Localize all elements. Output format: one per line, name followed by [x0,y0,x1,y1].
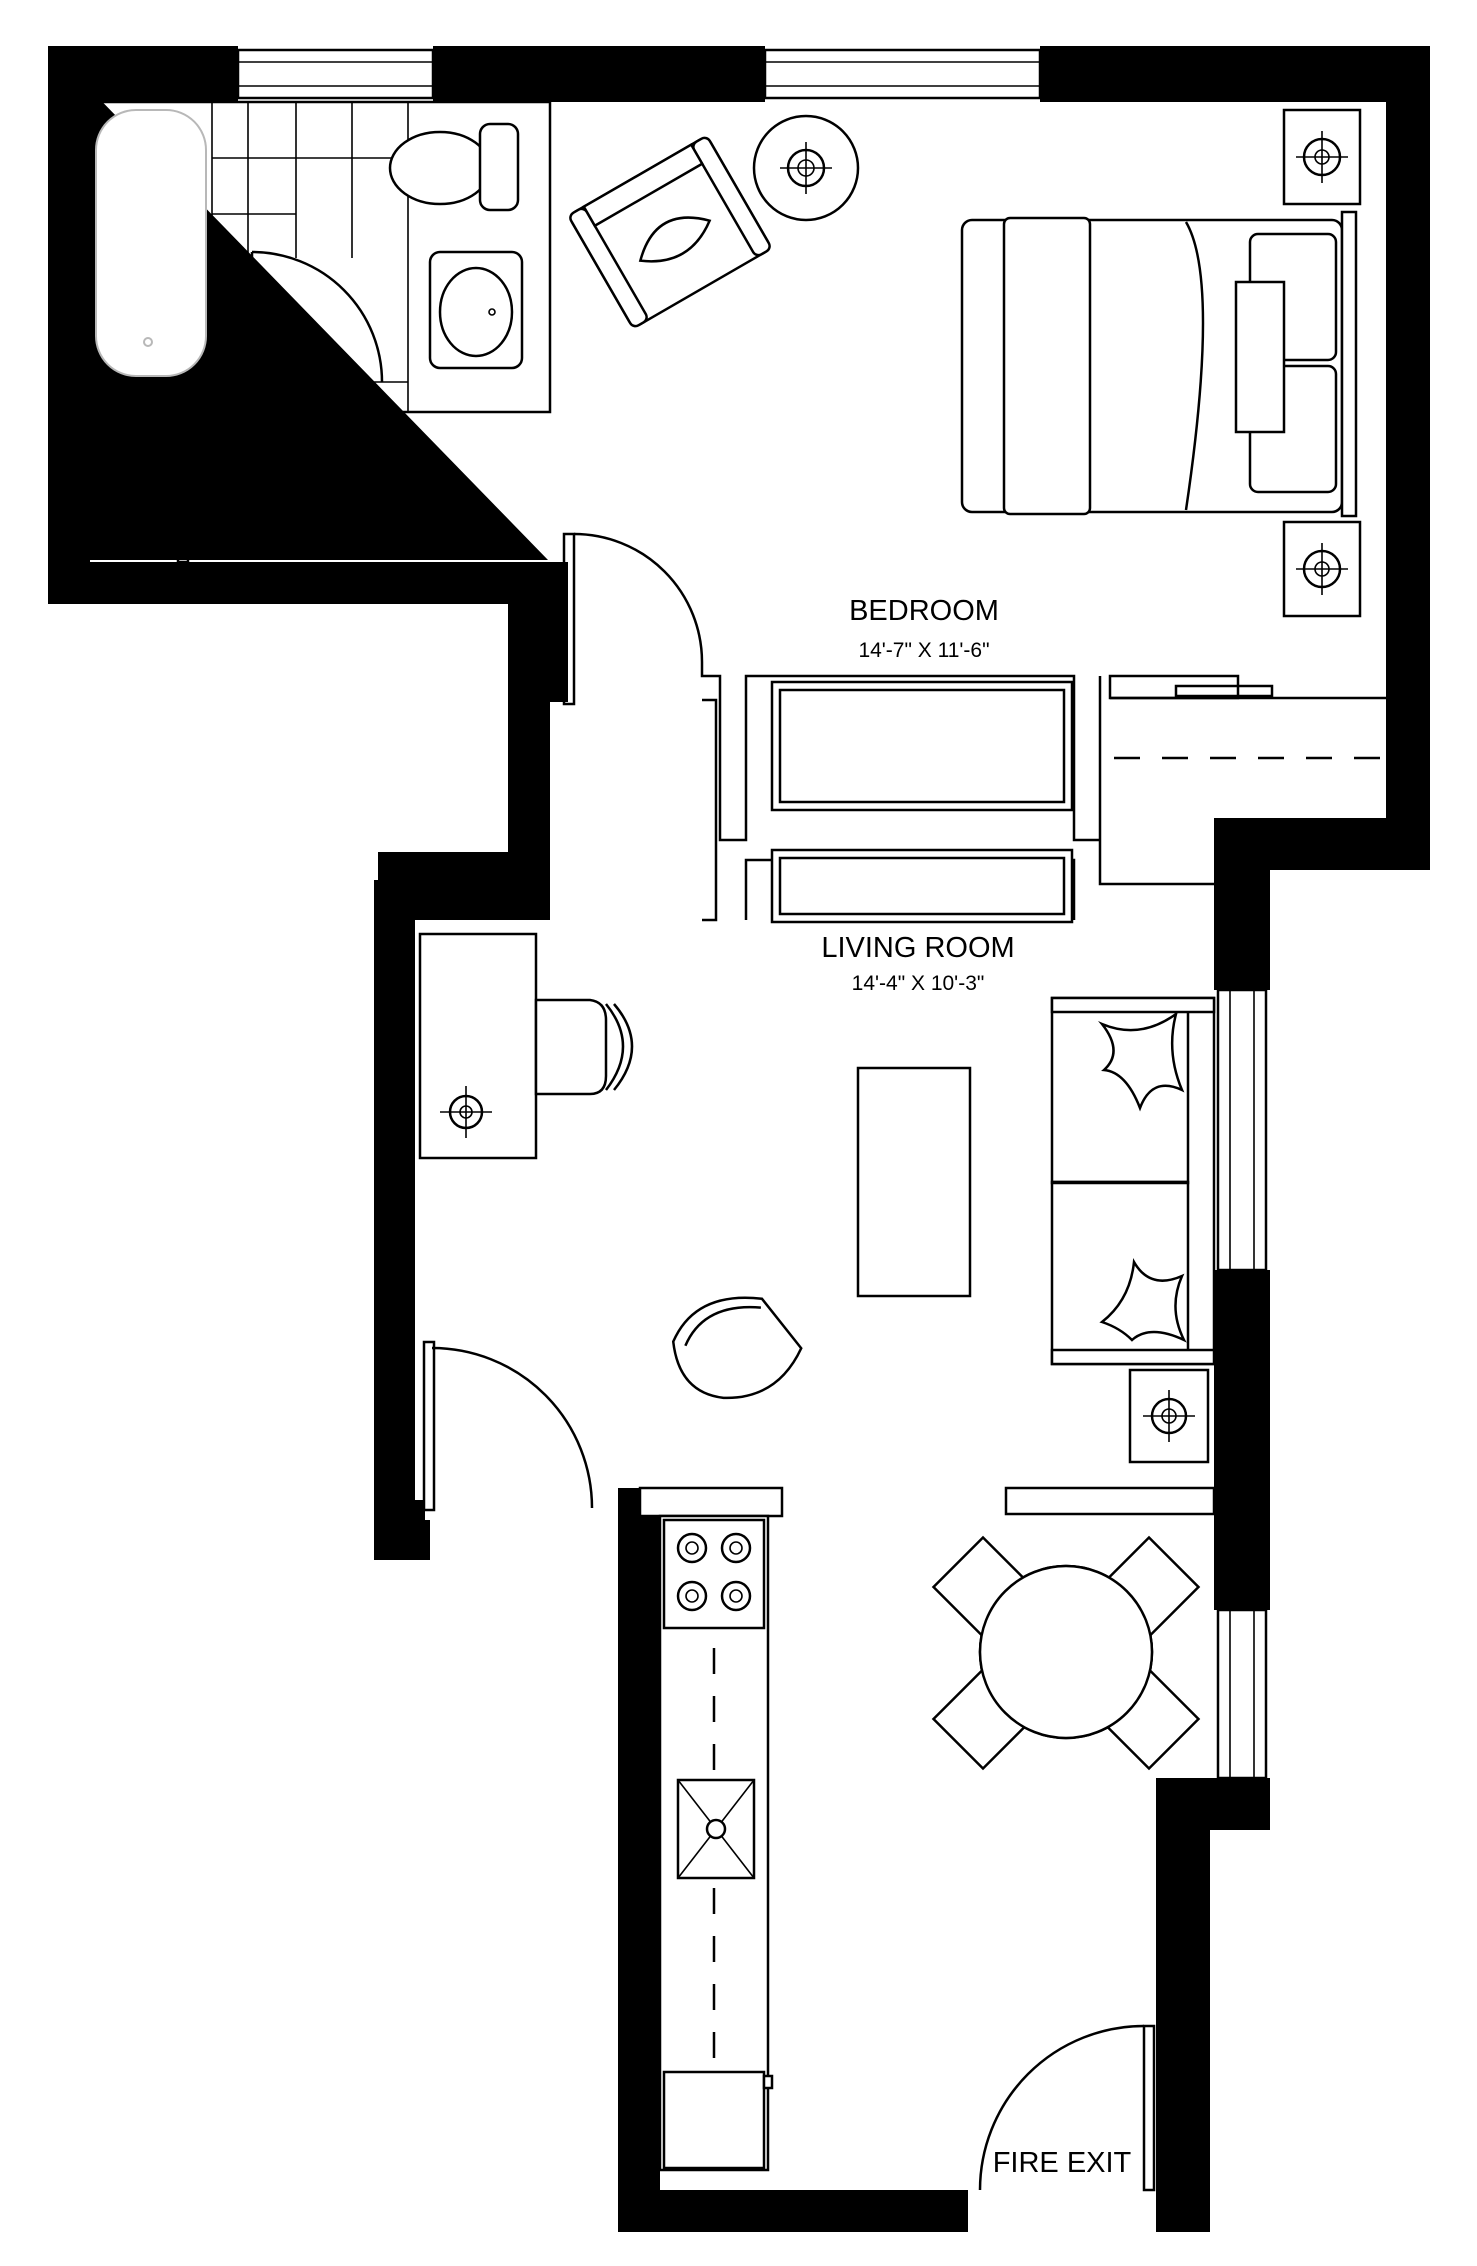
bathtub [95,109,207,377]
refrigerator [662,2070,774,2170]
wall-left-upper [48,46,90,602]
window-bath [236,48,435,100]
wall-left-living-end [374,1520,430,1560]
bedroom-furniture [562,108,1362,706]
living-room-label: LIVING ROOM [821,932,1014,964]
dining [931,1486,1216,2192]
wardrobe-upper [770,680,1074,812]
fire-exit-label: FIRE EXIT [993,2147,1132,2179]
nightstand-bottom [1282,520,1362,618]
wall-top-mid [433,46,765,102]
windows [236,48,1268,1780]
wall-left-living [374,880,414,1560]
end-table [1128,1368,1210,1464]
living-furniture [418,932,1216,1512]
closet-door-swing [217,428,344,555]
wall-kitchen-left [618,1488,660,2232]
wall-top-right [1040,46,1430,102]
labels: BEDROOM 14'-7" X 11'-6" LIVING ROOM 14'-… [821,595,1131,2179]
window-living [1216,988,1268,1272]
fire-exit-door-swing [978,2024,1145,2191]
side-table [752,114,860,222]
coffee-table [856,1066,972,1298]
wall-right-living-mid [1214,1270,1270,1610]
bed [960,210,1358,518]
bedroom-door-swing [573,532,704,663]
wall-right-upper [1386,46,1430,870]
nightstand-top [1282,108,1362,206]
kitchen-sink [676,1778,756,1880]
bathroom [88,100,552,564]
front-door-swing [431,1346,594,1509]
wardrobe-lower [770,848,1074,924]
wall-right-lower [1156,1778,1210,2232]
bath-walls [88,100,552,414]
kitchen [638,1486,784,2172]
dining-counter [1004,1486,1216,1516]
counter-top-cap [638,1486,784,1518]
armchair [569,136,771,328]
sink [428,250,524,370]
sofa [1050,996,1216,1366]
living-room-dimensions: 14'-4" X 10'-3" [852,972,985,995]
desk [418,932,538,1160]
partition [700,662,1386,924]
toilet [388,122,520,212]
accent-chair [671,1296,803,1400]
wall-jog-vertical [508,562,550,880]
window-bedroom [763,48,1042,100]
bedroom-label: BEDROOM [849,595,999,627]
bath-door-swing [251,250,384,383]
wall-right-living-top [1214,818,1270,990]
window-dining [1216,1608,1268,1780]
wall-bottom-right [1156,2190,1210,2232]
desk-chair [534,998,634,1096]
pillow-bottom [1099,1258,1187,1343]
pillow-top [1098,1010,1185,1112]
stove [662,1518,766,1630]
wall-bottom-left [618,2190,968,2232]
wall-jog-horizontal [48,562,550,604]
bedroom-dimensions: 14'-7" X 11'-6" [858,639,989,662]
